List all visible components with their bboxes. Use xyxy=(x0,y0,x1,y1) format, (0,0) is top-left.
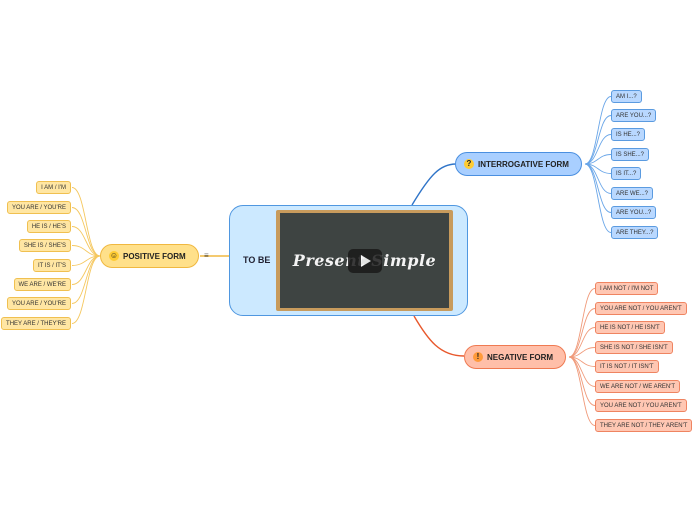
central-topic-label: TO BE xyxy=(243,255,270,265)
negative-item-5[interactable]: IT IS NOT / IT ISN'T xyxy=(595,360,659,373)
thinking-face-icon: ? xyxy=(464,159,474,169)
link-positive-leaf-7 xyxy=(72,256,100,304)
link-positive-leaf-8 xyxy=(72,256,100,324)
branch-negative-form[interactable]: ! NEGATIVE FORM xyxy=(464,345,566,369)
interrogative-item-7[interactable]: ARE YOU...? xyxy=(611,206,656,219)
positive-item-1[interactable]: I AM / I'M xyxy=(36,181,71,194)
link-interrogative-leaf-1 xyxy=(585,97,611,165)
negative-item-4[interactable]: SHE IS NOT / SHE ISN'T xyxy=(595,341,673,354)
link-negative-leaf-1 xyxy=(569,289,595,358)
link-negative-leaf-7 xyxy=(569,357,595,406)
link-negative-leaf-8 xyxy=(569,357,595,426)
angry-face-icon: ! xyxy=(473,352,483,362)
interrogative-item-6[interactable]: ARE WE...? xyxy=(611,187,653,200)
link-interrogative-leaf-7 xyxy=(585,164,611,213)
positive-item-6[interactable]: WE ARE / WE'RE xyxy=(14,278,71,291)
link-central-negative xyxy=(414,316,464,356)
branch-positive-form[interactable]: ☺ POSITIVE FORM xyxy=(100,244,199,268)
branch-interrogative-label: INTERROGATIVE FORM xyxy=(478,160,569,169)
branch-negative-label: NEGATIVE FORM xyxy=(487,353,553,362)
branch-interrogative-form[interactable]: ? INTERROGATIVE FORM xyxy=(455,152,582,176)
link-negative-leaf-2 xyxy=(569,309,595,358)
positive-item-2[interactable]: YOU ARE / YOU'RE xyxy=(7,201,71,214)
negative-item-1[interactable]: I AM NOT / I'M NOT xyxy=(595,282,658,295)
link-interrogative-leaf-2 xyxy=(585,116,611,165)
positive-item-7[interactable]: YOU ARE / YOU'RE xyxy=(7,297,71,310)
negative-item-2[interactable]: YOU ARE NOT / YOU AREN'T xyxy=(595,302,687,315)
link-central-interrogative xyxy=(412,164,456,205)
negative-item-6[interactable]: WE ARE NOT / WE AREN'T xyxy=(595,380,680,393)
interrogative-item-2[interactable]: ARE YOU...? xyxy=(611,109,656,122)
positive-item-8[interactable]: THEY ARE / THEY'RE xyxy=(1,317,71,330)
interrogative-item-8[interactable]: ARE THEY...? xyxy=(611,226,658,239)
interrogative-item-1[interactable]: AM I...? xyxy=(611,90,642,103)
negative-item-7[interactable]: YOU ARE NOT / YOU AREN'T xyxy=(595,399,687,412)
interrogative-item-4[interactable]: IS SHE...? xyxy=(611,148,649,161)
branch-positive-label: POSITIVE FORM xyxy=(123,252,186,261)
link-interrogative-leaf-8 xyxy=(585,164,611,233)
negative-item-8[interactable]: THEY ARE NOT / THEY AREN'T xyxy=(595,419,692,432)
interrogative-item-3[interactable]: IS HE...? xyxy=(611,128,645,141)
positive-item-3[interactable]: HE IS / HE'S xyxy=(27,220,71,233)
notes-icon[interactable]: ≡ xyxy=(204,252,212,260)
smiling-face-icon: ☺ xyxy=(109,251,119,261)
positive-item-5[interactable]: IT IS / IT'S xyxy=(33,259,71,272)
play-button-icon[interactable] xyxy=(348,249,382,273)
link-positive-leaf-2 xyxy=(72,208,100,257)
negative-item-3[interactable]: HE IS NOT / HE ISN'T xyxy=(595,321,665,334)
interrogative-item-5[interactable]: IS IT...? xyxy=(611,167,641,180)
positive-item-4[interactable]: SHE IS / SHE'S xyxy=(19,239,71,252)
